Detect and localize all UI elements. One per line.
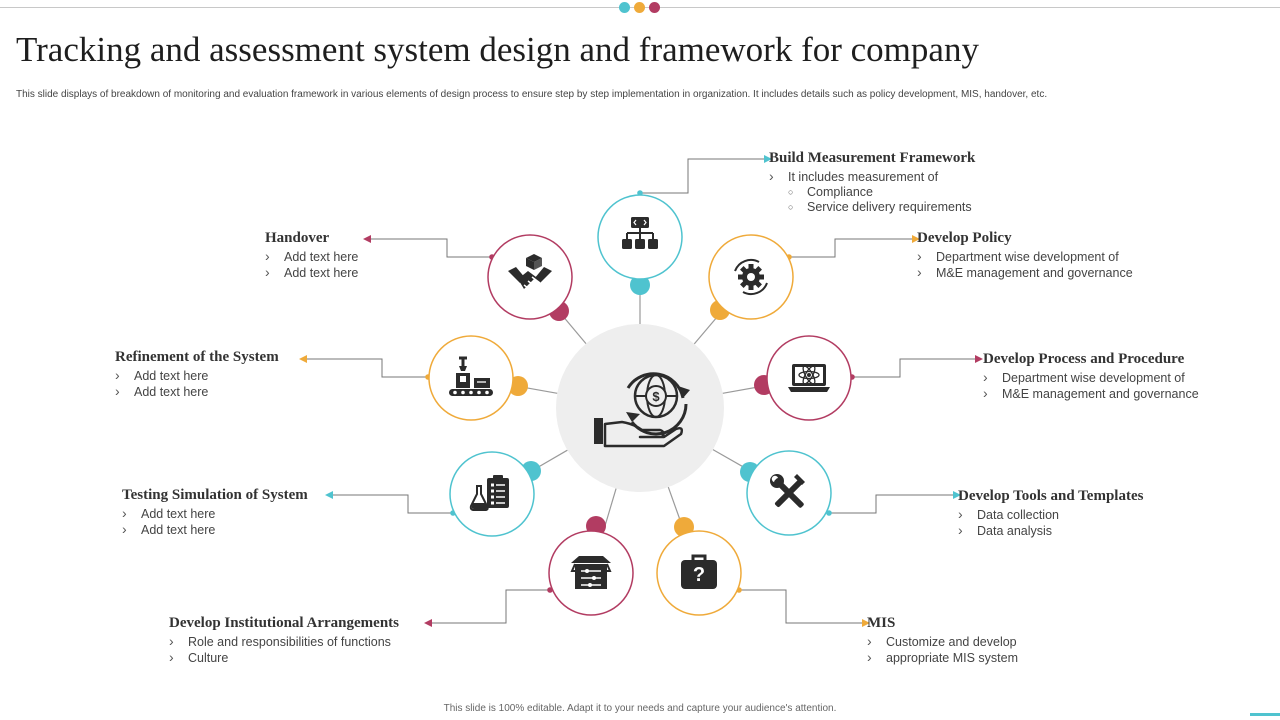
node-handover-item: Add text here [265,248,358,265]
connector-arrowhead [912,235,920,243]
decor-dot-orange [634,2,645,13]
connector-arrowhead [325,491,333,499]
node-policy-item: Department wise development of [917,248,1133,265]
node-ring [428,335,514,421]
hand-globe-dollar-icon: $ [594,372,690,448]
connector-arrowhead [299,355,307,363]
connector-arrowhead [363,235,371,243]
node-process-circle [754,335,852,421]
connector-line [739,589,862,624]
node-refinement-item: Add text here [115,383,279,400]
node-tools-item: Data collection [958,506,1143,523]
node-tools-item: Data analysis [958,522,1143,539]
node-mis-circle: ? [656,517,742,616]
node-build-circle [597,194,683,295]
connector-arrowhead [953,491,961,499]
node-mis-item: appropriate MIS system [867,649,1018,666]
node-policy-title: Develop Policy [917,230,1012,246]
center-hub: $ [556,324,724,492]
briefcase-question-icon: ? [681,554,717,589]
node-tools-title: Develop Tools and Templates [958,488,1144,504]
node-handover-item: Add text here [265,264,358,281]
node-institutional-item: Role and responsibilities of functions [169,633,399,650]
node-institutional-item: Culture [169,649,399,666]
connector-line [333,494,453,514]
node-institutional-title: Develop Institutional Arrangements [169,615,399,631]
connector-arrowhead [764,155,772,163]
laptop-atom-icon [788,364,830,392]
node-build-subitem: Service delivery requirements [769,200,975,215]
connector-line [307,358,428,378]
connector-arrowhead [862,619,870,627]
node-testing-circle [449,451,541,537]
gear-icon [734,259,768,295]
connector-arrowhead [424,619,432,627]
node-circles: ? [428,194,852,616]
connector-line [789,238,912,258]
connector-line [829,494,953,514]
node-policy-circle [708,234,794,320]
slide-footer: This slide is 100% editable. Adapt it to… [443,703,837,714]
node-mis-title: MIS [867,615,896,631]
connector-arrowhead [975,355,983,363]
node-testing-item: Add text here [122,521,308,538]
connector-line [432,589,550,624]
flask-clipboard-icon [469,475,509,511]
node-handover-block: Handover Add text here Add text here [265,230,358,281]
node-refinement-item: Add text here [115,367,279,384]
connectors [299,155,983,627]
connector-dot [826,510,832,516]
slide-title: Tracking and assessment system design an… [16,30,979,69]
svg-text:$: $ [652,389,660,404]
node-institutional-circle [548,516,634,616]
node-refinement-circle [428,335,528,421]
decor-dot-maroon [649,2,660,13]
node-process-block: Develop Process and Procedure Department… [983,351,1199,402]
tools-icon [770,474,805,508]
node-tools-block: Develop Tools and Templates Data collect… [958,488,1143,539]
accent-dot [630,275,650,295]
box-network-icon [570,556,612,589]
slide-subtitle: This slide displays of breakdown of moni… [16,89,1048,100]
node-handover-title: Handover [265,230,330,246]
connector-line [371,238,492,258]
hierarchy-code-icon [622,217,658,249]
node-build-block: Build Measurement Framework It includes … [769,150,975,215]
node-refinement-block: Refinement of the System Add text here A… [115,349,279,400]
node-handover-circle [487,234,573,321]
node-mis-item: Customize and develop [867,633,1018,650]
node-policy-item: M&E management and governance [917,264,1133,281]
robot-arm-conveyor-icon [449,356,493,396]
node-tools-circle [740,450,832,536]
connector-line [640,158,764,194]
node-testing-title: Testing Simulation of System [122,487,308,503]
node-process-title: Develop Process and Procedure [983,351,1185,367]
node-build-item: It includes measurement of [769,168,975,185]
corner-accent [1250,713,1280,716]
node-build-subitem: Compliance [769,185,975,200]
svg-text:?: ? [693,564,705,586]
handshake-icon [508,254,552,292]
node-institutional-block: Develop Institutional Arrangements Role … [169,615,399,666]
node-testing-block: Testing Simulation of System Add text he… [122,487,308,538]
node-build-title: Build Measurement Framework [769,150,976,166]
node-refinement-title: Refinement of the System [115,349,279,365]
node-process-item: M&E management and governance [983,385,1199,402]
node-process-item: Department wise development of [983,369,1199,386]
node-policy-block: Develop Policy Department wise developme… [917,230,1133,281]
connector-line [852,358,975,378]
node-testing-item: Add text here [122,505,308,522]
decor-dot-teal [619,2,630,13]
node-mis-block: MIS Customize and develop appropriate MI… [867,615,1018,666]
